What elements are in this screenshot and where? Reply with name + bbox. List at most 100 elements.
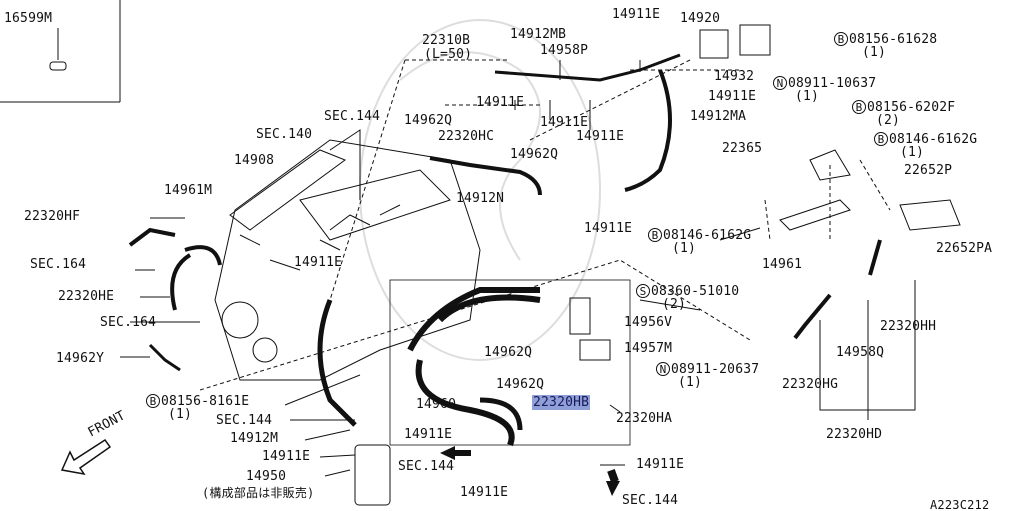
part-label: 14957M xyxy=(624,341,673,356)
bolt-symbol-icon: B xyxy=(852,100,866,114)
screw-symbol-icon: S xyxy=(636,284,650,298)
engine-body xyxy=(214,139,481,381)
nut-symbol-icon: N xyxy=(656,362,670,376)
hose-22320HA xyxy=(407,287,540,352)
intake-manifold xyxy=(229,149,347,231)
part-qty: (1) xyxy=(168,407,193,422)
part-qty: (1) xyxy=(862,45,887,60)
hose-14961M xyxy=(184,245,222,266)
part-label: 22320HD xyxy=(826,427,883,442)
engine-port xyxy=(252,337,278,363)
bracket-14932 xyxy=(739,24,771,56)
part-label: 14961 xyxy=(762,257,803,272)
part-label: 22320HG xyxy=(782,377,839,392)
nut-symbol-icon: N xyxy=(773,76,787,90)
part-label: 22310B xyxy=(422,33,471,48)
bolt-symbol-icon: B xyxy=(648,228,662,242)
hose-14912MA xyxy=(624,69,672,192)
bolt-symbol-icon: B xyxy=(834,32,848,46)
engine-detail xyxy=(329,129,361,200)
part-label: 22365 xyxy=(722,141,763,156)
canister-14950 xyxy=(354,444,391,506)
part-label: 14962Q xyxy=(404,113,453,128)
leader-line xyxy=(514,60,641,130)
part-label: 14911E xyxy=(476,95,525,110)
dashed-guide xyxy=(199,259,751,391)
part-label: 14932 xyxy=(714,69,755,84)
part-label: SEC.144 xyxy=(622,493,679,508)
sensor-plug-part xyxy=(49,61,67,71)
arrow-left-icon xyxy=(455,450,471,456)
hose-22320HB xyxy=(437,294,541,323)
part-label: 14911E xyxy=(294,255,343,270)
arrow-down-icon xyxy=(607,468,619,484)
valve-14956V xyxy=(569,297,591,335)
part-qty: (2) xyxy=(662,297,687,312)
part-label-highlighted[interactable]: 22320HB xyxy=(532,395,591,410)
part-label: 16599M xyxy=(4,11,53,26)
part-label: 14912N xyxy=(456,191,505,206)
part-label: 14950 xyxy=(246,469,287,484)
diagram-code: A223C212 xyxy=(930,498,990,511)
part-label: 22320HA xyxy=(616,411,673,426)
part-label: SEC.144 xyxy=(216,413,273,428)
part-label: SEC.144 xyxy=(398,459,455,474)
group-outline xyxy=(389,279,631,446)
part-label: 14962Q xyxy=(510,147,559,162)
dashed-guide xyxy=(329,59,740,301)
part-label: 14911E xyxy=(584,221,633,236)
bracket-22652P xyxy=(779,199,851,231)
part-label: 14912M xyxy=(230,431,279,446)
bolt-symbol-icon: B xyxy=(146,394,160,408)
part-label: 14962Y xyxy=(56,351,105,366)
part-label: 14911E xyxy=(636,457,685,472)
part-label: 14908 xyxy=(234,153,275,168)
part-label: 22652P xyxy=(904,163,953,178)
part-label: 14911E xyxy=(612,7,661,22)
front-arrow-icon xyxy=(60,438,112,476)
engine-detail xyxy=(329,204,401,231)
part-note: (構成部品は非販売) xyxy=(202,486,315,500)
engine-detail xyxy=(239,234,341,271)
part-label: 22652PA xyxy=(936,241,993,256)
arrow-left-icon xyxy=(440,446,455,460)
part-label: 14960 xyxy=(416,397,457,412)
part-label: 14911E xyxy=(262,449,311,464)
hose-22320HG xyxy=(793,293,832,340)
part-label: 14911E xyxy=(708,89,757,104)
hose-22320HF xyxy=(128,227,176,247)
watermark-emblem xyxy=(359,19,601,361)
part-label: 14961M xyxy=(164,183,213,198)
part-label: 14958Q xyxy=(836,345,885,360)
part-label: 14911E xyxy=(576,129,625,144)
purge-valve-14920 xyxy=(699,29,729,59)
throttle-body xyxy=(221,301,259,339)
bolt-symbol-icon: B xyxy=(874,132,888,146)
part-label: 14962Q xyxy=(496,377,545,392)
front-arrow xyxy=(60,438,112,476)
leader-line xyxy=(284,374,361,477)
part-qty: (L=50) xyxy=(424,47,473,62)
part-label: SEC.164 xyxy=(100,315,157,330)
part-label: 14912MA xyxy=(690,109,747,124)
hose-22320HC xyxy=(429,156,542,196)
part-label: 14958P xyxy=(540,43,589,58)
arrows xyxy=(440,446,620,496)
part-label: SEC.144 xyxy=(324,109,381,124)
part-label: 14911E xyxy=(404,427,453,442)
hose-14912MB xyxy=(494,53,681,82)
part-label: 14912MB xyxy=(510,27,567,42)
part-qty: (1) xyxy=(678,375,703,390)
clip-14962Y xyxy=(148,343,181,372)
part-label: 14920 xyxy=(680,11,721,26)
part-label: 14956V xyxy=(624,315,673,330)
part-qty: (1) xyxy=(795,89,820,104)
hose-main-lower xyxy=(415,359,515,447)
leader-line xyxy=(600,227,761,466)
